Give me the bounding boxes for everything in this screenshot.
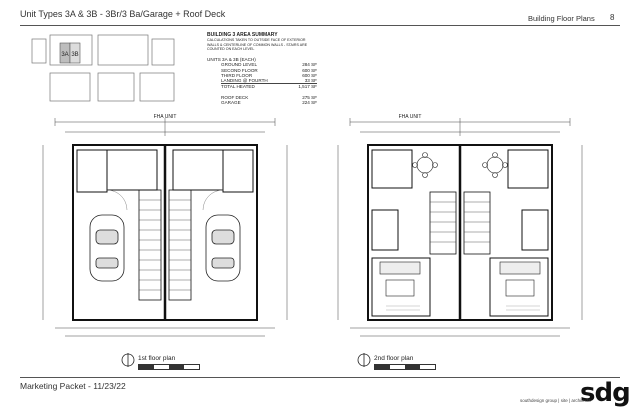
area-summary: BUILDING 3 AREA SUMMARY CALCULATIONS TAK… <box>207 32 317 105</box>
north-arrow-icon <box>357 353 371 367</box>
second-plan-label: 2nd floor plan <box>374 355 414 362</box>
key-plan: 3A 3B <box>31 34 175 102</box>
unit-3b-highlight <box>69 42 81 64</box>
footer-firm: southdesign group | site | architects <box>520 398 591 403</box>
summary-units-label: UNITS 3A & 3B (EACH) <box>207 56 256 62</box>
car-icon <box>205 214 241 282</box>
scale-bar <box>138 364 200 370</box>
header-rule <box>20 25 620 26</box>
scale-bar <box>374 364 436 370</box>
sdg-logo: sdg <box>580 378 631 408</box>
page-number: 8 <box>610 13 615 22</box>
section-title: Building Floor Plans <box>528 14 595 23</box>
first-unit-label: FHA UNIT <box>154 114 177 120</box>
key-label-3b: 3B <box>71 52 78 58</box>
second-floor-plan: FHA UNIT <box>337 114 583 337</box>
first-floor-plan: FHA UNIT <box>42 114 288 337</box>
sofa-icon <box>499 261 541 297</box>
page-title: Unit Types 3A & 3B - 3Br/3 Ba/Garage + R… <box>20 9 226 19</box>
dining-table-icon <box>482 152 508 178</box>
summary-title: BUILDING 3 AREA SUMMARY <box>207 32 278 38</box>
second-unit-label: FHA UNIT <box>399 114 422 120</box>
first-plan-label: 1st floor plan <box>138 355 176 362</box>
footer-text: Marketing Packet - 11/23/22 <box>20 381 126 391</box>
sofa-icon <box>379 261 421 297</box>
north-arrow-icon <box>121 353 135 367</box>
key-label-3a: 3A <box>61 52 68 58</box>
car-icon <box>89 214 125 282</box>
footer-rule <box>20 377 620 378</box>
dining-table-icon <box>412 152 438 178</box>
summary-note: CALCULATIONS TAKEN TO OUTSIDE FACE OF EX… <box>207 38 308 51</box>
